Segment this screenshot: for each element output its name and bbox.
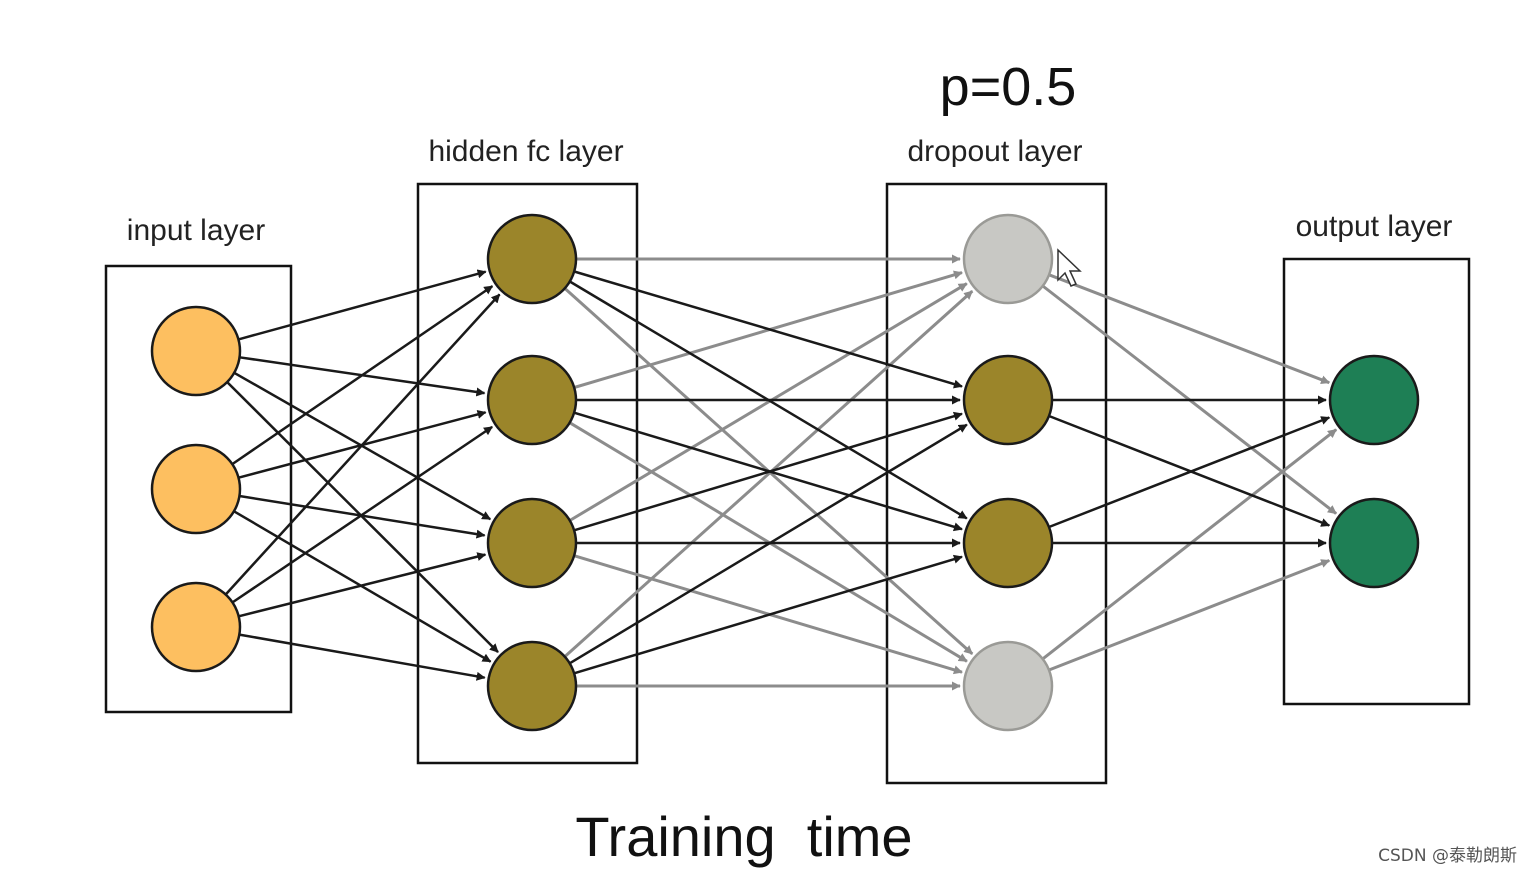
edge-input-1-to-hidden-1 bbox=[238, 269, 487, 341]
dropout-node-4-dropped bbox=[962, 640, 1054, 732]
dropout-layer-label: dropout layer bbox=[907, 135, 1082, 168]
edge-input-3-to-hidden-1 bbox=[224, 293, 501, 596]
output-layer-box bbox=[1282, 257, 1471, 706]
mouse-cursor-icon bbox=[1057, 248, 1082, 287]
hidden-node-2 bbox=[486, 354, 578, 446]
diagram-caption: Training time bbox=[575, 805, 912, 868]
edge-input-3-to-hidden-2 bbox=[231, 425, 493, 604]
dropout-node-3 bbox=[962, 497, 1054, 589]
edge-input-1-to-hidden-4 bbox=[226, 381, 499, 653]
input-node-2 bbox=[150, 443, 242, 535]
dropout-layer-box bbox=[885, 182, 1108, 785]
dropout-probability-label: p=0.5 bbox=[940, 57, 1077, 117]
edge-hidden-3-to-dropout-1 bbox=[569, 282, 968, 522]
active-edges bbox=[224, 269, 1331, 681]
edge-input-2-to-hidden-1 bbox=[231, 285, 494, 466]
hidden-layer-label: hidden fc layer bbox=[428, 135, 623, 168]
edge-input-3-to-hidden-3 bbox=[238, 552, 487, 618]
hidden-node-4 bbox=[486, 640, 578, 732]
dropout-node-1-dropped bbox=[962, 213, 1054, 305]
edge-input-3-to-hidden-4 bbox=[239, 633, 486, 681]
edge-hidden-4-to-dropout-3 bbox=[573, 554, 963, 675]
hidden-layer-box bbox=[416, 182, 639, 765]
output-node-2 bbox=[1328, 497, 1420, 589]
edge-hidden-4-to-dropout-2 bbox=[569, 423, 968, 665]
hidden-node-3 bbox=[486, 497, 578, 589]
output-node-1 bbox=[1328, 354, 1420, 446]
edge-dropout-3-to-output-1 bbox=[1048, 416, 1331, 529]
input-node-3 bbox=[150, 581, 242, 673]
edge-dropout-1-to-output-1 bbox=[1048, 273, 1331, 385]
input-layer-label: input layer bbox=[127, 214, 265, 247]
output-layer-label: output layer bbox=[1296, 210, 1453, 243]
watermark-text: CSDN @泰勒朗斯 bbox=[1378, 846, 1517, 866]
input-node-1 bbox=[150, 305, 242, 397]
edge-dropout-2-to-output-2 bbox=[1048, 414, 1331, 527]
dropped-edges bbox=[563, 254, 1338, 691]
nodes bbox=[150, 213, 1420, 732]
edge-hidden-3-to-dropout-2 bbox=[573, 411, 963, 532]
edge-hidden-1-to-dropout-2 bbox=[573, 270, 963, 389]
dropout-node-2 bbox=[962, 354, 1054, 446]
hidden-node-1 bbox=[486, 213, 578, 305]
edge-hidden-4-to-dropout-1 bbox=[563, 289, 974, 658]
input-layer-box bbox=[104, 264, 293, 714]
edge-dropout-4-to-output-2 bbox=[1048, 559, 1331, 672]
